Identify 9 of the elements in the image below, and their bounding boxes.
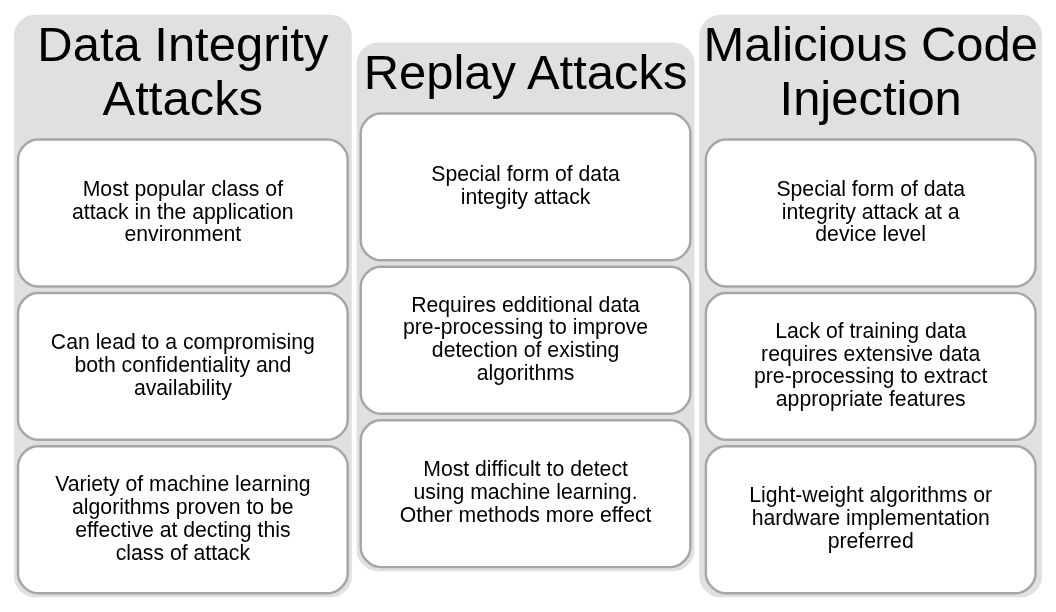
node-box: Special form of data integrity attack at a device level [704,138,1037,288]
node-box: Special form of data integity attack [359,112,692,262]
node-box: Light-weight algorithms or hardware implementation preferred [704,445,1037,595]
node-box: Most popular class of attack in the application environment [16,138,349,288]
node-box: Can lead to a compromising both confidentiality and availability [16,291,349,442]
node-box: Lack of training data requires extensive data pre-processing to extract appropriate features [704,291,1037,442]
node-box: Requires edditional data pre-processing to improve detection of existing algorithms [359,265,692,415]
node-box: Variety of machine learning algorithms proven to be effective at decting this class of attack [16,445,349,595]
node-box: Most difficult to detect using machine learning. Other methods more effect [359,419,692,569]
